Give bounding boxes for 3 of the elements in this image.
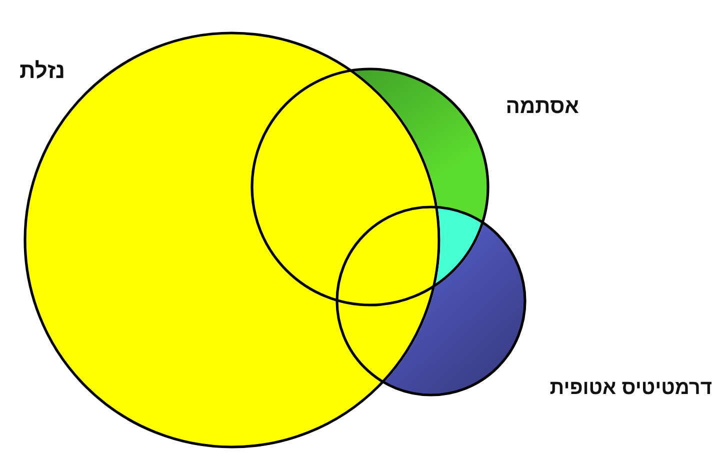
circle-label: אסתמה <box>506 96 579 117</box>
circle-label: דרמטיטיס אטופית <box>550 378 712 398</box>
circle-label: נזלת <box>20 60 65 82</box>
